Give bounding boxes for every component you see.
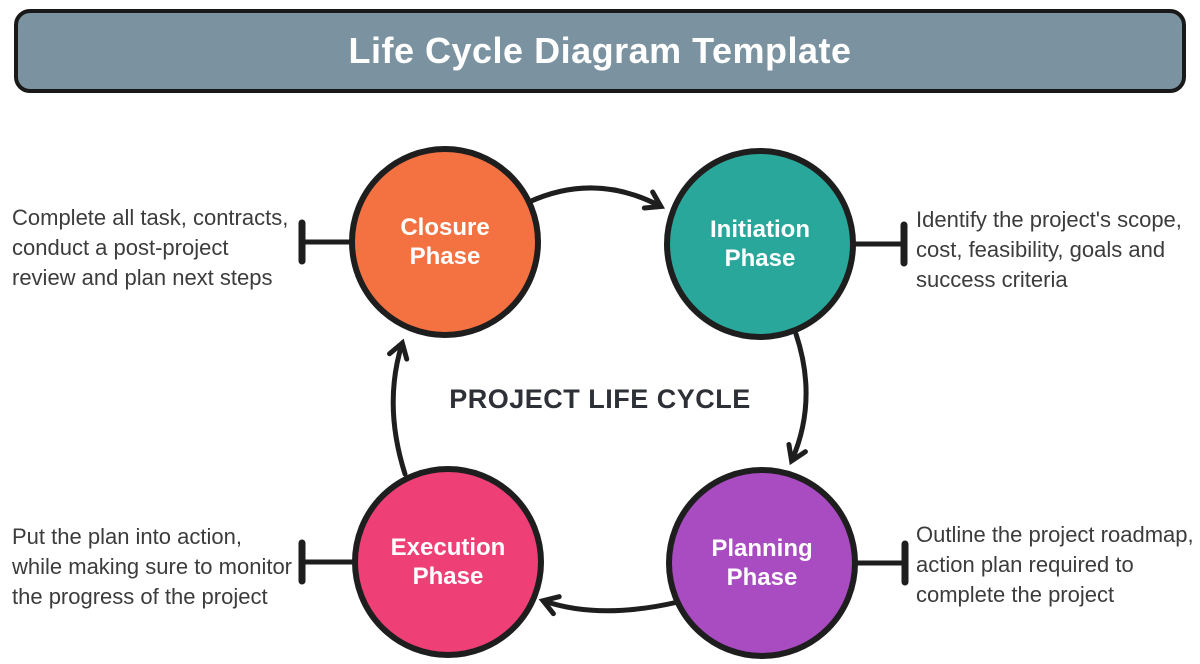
execution-phase-circle xyxy=(352,466,544,658)
execution-description: Put the plan into action, while making s… xyxy=(12,524,293,609)
planning-phase-circle xyxy=(666,467,858,659)
arrow-execution-to-closure xyxy=(387,338,410,477)
center-caption: PROJECT LIFE CYCLE xyxy=(449,384,751,414)
page-title: Life Cycle Diagram Template xyxy=(348,30,852,71)
planning-description: Outline the project roadmap, action plan… xyxy=(916,522,1194,607)
arrow-closure-to-initiation xyxy=(526,185,665,211)
closure-phase-circle xyxy=(349,146,541,338)
header-banner: Life Cycle Diagram Template xyxy=(14,9,1186,93)
initiation-phase-circle xyxy=(664,148,856,340)
arrow-initiation-to-planning xyxy=(786,331,809,466)
arrow-planning-to-execution xyxy=(538,594,681,617)
closure-description: Complete all task, contracts, conduct a … xyxy=(12,205,289,290)
initiation-description: Identify the project's scope, cost, feas… xyxy=(916,207,1182,292)
